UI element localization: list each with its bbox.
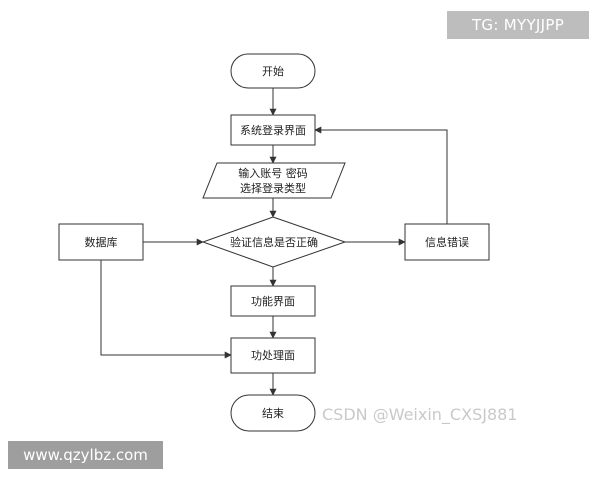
end-label: 结束 [262,407,284,420]
input-credentials-node: 输入账号 密码 选择登录类型 [202,162,346,199]
tg-watermark: TG: MYYJJPP [447,11,589,39]
input-line1-label: 输入账号 密码 [238,166,308,180]
database-node: 数据库 [58,223,144,261]
verify-label: 验证信息是否正确 [230,235,318,249]
info-error-node: 信息错误 [404,223,490,261]
input-line2-label: 选择登录类型 [240,181,306,195]
function-screen-node: 功能界面 [230,285,316,317]
login-screen-label: 系统登录界面 [240,123,306,137]
arrow-database-to-process [100,260,232,359]
login-screen-node: 系统登录界面 [230,114,316,146]
function-screen-label: 功能界面 [251,294,295,308]
process-screen-label: 功处理面 [251,349,295,362]
csdn-watermark: CSDN @Weixin_CXSJ881 [322,405,518,424]
database-label: 数据库 [85,235,118,249]
process-screen-node: 功处理面 [230,337,316,374]
arrow-error-to-login [314,126,448,224]
start-label: 开始 [262,64,284,78]
start-node: 开始 [230,53,316,89]
info-error-label: 信息错误 [425,235,469,249]
end-node: 结束 [230,394,316,432]
verify-decision-node: 验证信息是否正确 [201,216,347,268]
url-watermark: www.qzylbz.com [8,441,163,469]
